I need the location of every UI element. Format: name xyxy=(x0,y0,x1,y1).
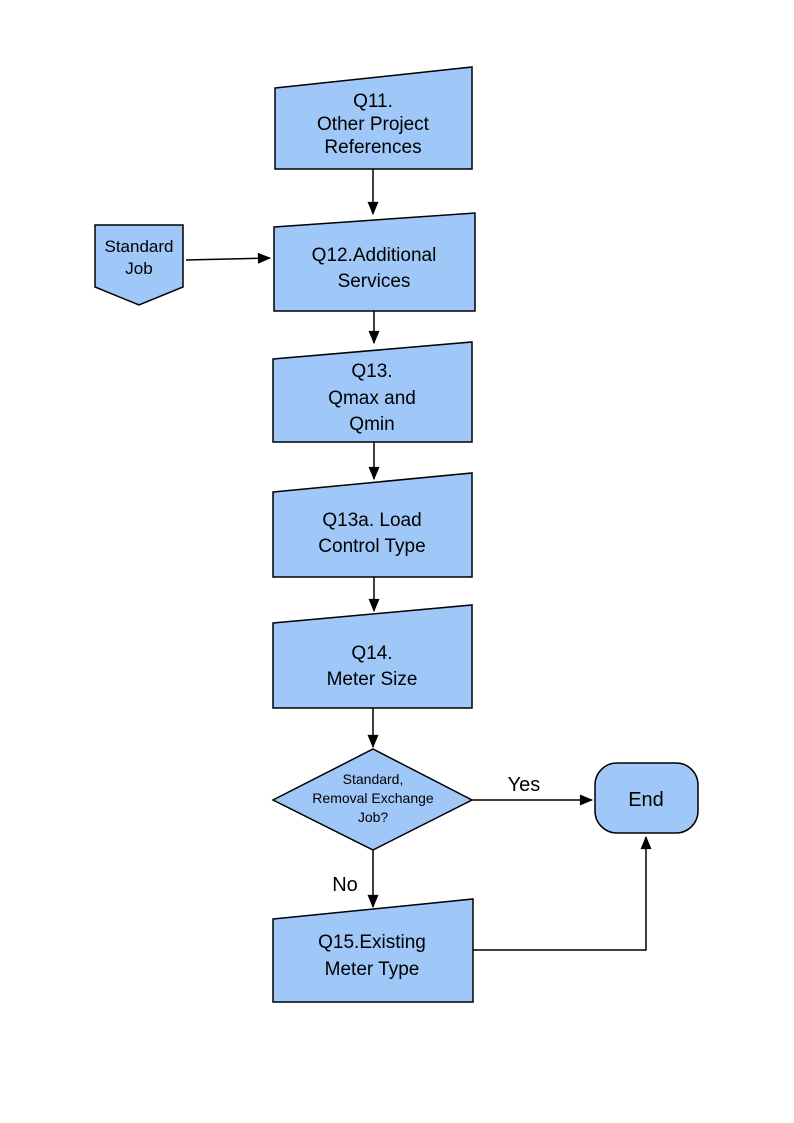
branch-label-yes: Yes xyxy=(508,774,541,796)
node-q13a-shape xyxy=(272,472,473,578)
node-q11-text-line: Other Project xyxy=(317,114,430,135)
node-q11-shape xyxy=(274,66,473,170)
node-decision: Standard, Removal Exchange Job? xyxy=(271,748,474,851)
node-q11-text-line: References xyxy=(324,137,421,158)
node-end-text: End xyxy=(628,789,664,811)
node-q13-text-line: Q13. xyxy=(351,361,392,382)
node-q12-text-line: Services xyxy=(338,271,411,292)
branch-label-no: No xyxy=(332,874,358,896)
node-q13a: Q13a. Load Control Type xyxy=(272,472,473,578)
node-q12-shape xyxy=(273,212,476,312)
node-q15: Q15.Existing Meter Type xyxy=(272,898,474,1003)
node-decision-text-line: Removal Exchange xyxy=(312,790,434,806)
node-q13-shape xyxy=(272,341,473,443)
node-decision-text-line: Job? xyxy=(358,809,389,825)
node-end: End xyxy=(594,762,699,834)
node-q13-text-line: Qmax and xyxy=(328,388,416,409)
node-q15-text-line: Meter Type xyxy=(325,959,420,980)
node-end-shape xyxy=(594,762,699,834)
node-q15-shape xyxy=(272,898,474,1003)
node-q12: Q12.Additional Services xyxy=(273,212,476,312)
node-q13: Q13. Qmax and Qmin xyxy=(272,341,473,443)
node-q11-text-line: Q11. xyxy=(353,91,393,112)
node-q14-text-line: Meter Size xyxy=(327,669,418,690)
node-q15-text-line: Q15.Existing xyxy=(318,932,426,953)
node-standard-job-text-line: Job xyxy=(125,259,152,278)
node-decision-text-line: Standard, xyxy=(343,771,404,787)
node-standard-job: Standard Job xyxy=(94,224,184,306)
node-standard-job-text-line: Standard xyxy=(105,237,174,256)
node-q13-text-line: Qmin xyxy=(349,414,394,435)
node-q13a-text-line: Q13a. Load xyxy=(322,510,421,531)
node-q14-text-line: Q14. xyxy=(351,643,392,664)
arrow-standardjob-to-q12 xyxy=(185,252,272,264)
node-q14: Q14. Meter Size xyxy=(272,604,473,709)
node-q12-text-line: Q12.Additional xyxy=(312,245,437,266)
node-q11: Q11. Other Project References xyxy=(274,66,473,170)
node-decision-shape xyxy=(271,748,474,851)
node-standard-job-shape xyxy=(94,224,184,306)
node-q14-shape xyxy=(272,604,473,709)
arrow-q15-to-end xyxy=(473,835,652,951)
node-q13a-text-line: Control Type xyxy=(318,536,425,557)
